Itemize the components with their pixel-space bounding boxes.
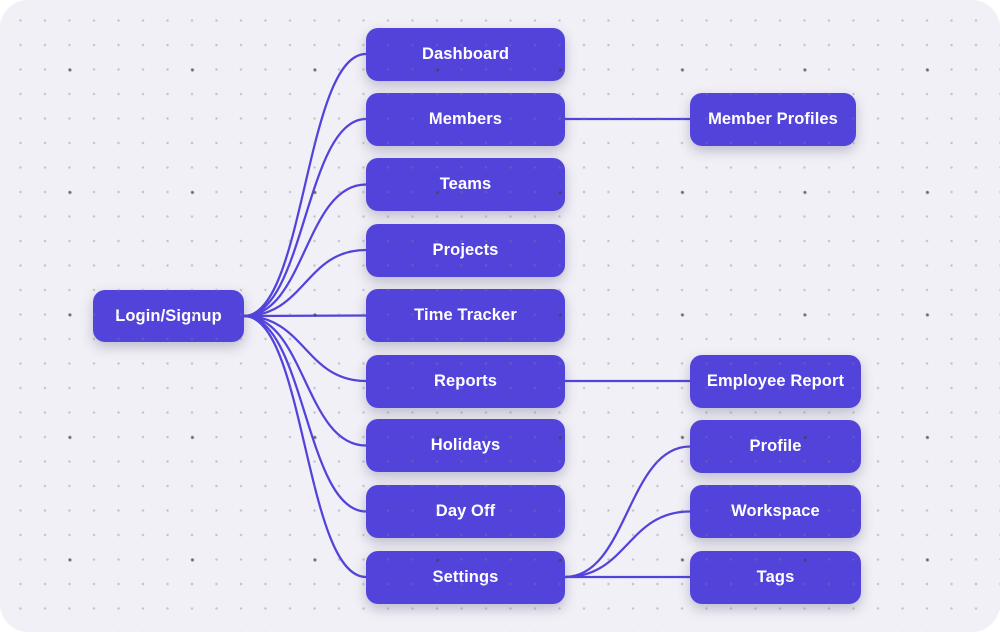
- node-label: Time Tracker: [414, 306, 517, 324]
- node-label: Settings: [432, 567, 499, 586]
- node-projects[interactable]: Projects: [366, 223, 565, 277]
- node-label: Day Off: [435, 502, 496, 520]
- edge-login-day-off: [242, 314, 368, 513]
- edge-login-settings: [242, 314, 368, 579]
- node-members[interactable]: Members: [366, 92, 565, 146]
- node-settings[interactable]: Settings: [366, 550, 565, 604]
- edge-settings-workspace: [563, 510, 692, 579]
- node-label: Dashboard: [421, 44, 510, 63]
- node-label: Holidays: [430, 436, 501, 454]
- node-member-profiles[interactable]: Member Profiles: [690, 92, 856, 146]
- node-time-tracker[interactable]: Time Tracker: [366, 289, 565, 342]
- node-workspace[interactable]: Workspace: [690, 485, 861, 538]
- node-label: Member Profiles: [708, 109, 838, 128]
- node-label: Members: [428, 109, 503, 128]
- node-label: Profile: [749, 437, 802, 455]
- node-employee-report[interactable]: Employee Report: [690, 354, 861, 408]
- node-reports[interactable]: Reports: [366, 354, 565, 408]
- node-day-off[interactable]: Day Off: [366, 485, 565, 538]
- edge-settings-profile: [563, 445, 692, 579]
- node-login[interactable]: Login/Signup: [93, 290, 244, 342]
- node-label: Reports: [433, 371, 498, 390]
- node-label: Teams: [439, 175, 492, 193]
- node-tags[interactable]: Tags: [690, 550, 861, 604]
- edge-login-members: [242, 117, 368, 318]
- edge-login-holidays: [242, 314, 368, 447]
- edge-login-dashboard: [242, 52, 368, 318]
- node-label: Workspace: [731, 502, 820, 520]
- node-label: Login/Signup: [115, 306, 222, 325]
- node-dashboard[interactable]: Dashboard: [366, 27, 565, 81]
- edge-login-time-tracker: [242, 314, 368, 318]
- node-holidays[interactable]: Holidays: [366, 419, 565, 472]
- node-label: Employee Report: [706, 371, 845, 390]
- node-profile[interactable]: Profile: [690, 420, 861, 473]
- node-teams[interactable]: Teams: [366, 158, 565, 211]
- node-label: Projects: [432, 240, 499, 259]
- node-label: Tags: [756, 567, 795, 586]
- edge-login-teams: [242, 183, 368, 318]
